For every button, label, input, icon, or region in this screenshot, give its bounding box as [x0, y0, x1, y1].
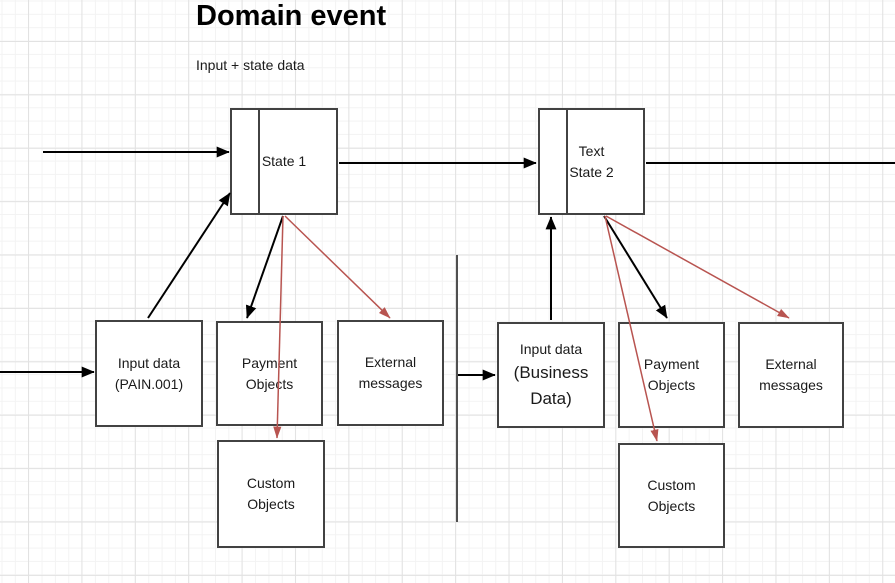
arrow-input-data-pain-to-state1[interactable] — [147, 192, 231, 319]
input-data-pain-node[interactable]: Input data (PAIN.001) — [95, 320, 203, 427]
payment-objects-left-label: Payment Objects — [241, 354, 298, 392]
state1-inner-divider — [258, 110, 260, 213]
input-data-pain-label: Input data (PAIN.001) — [114, 354, 184, 392]
custom-objects-right-label: Custom Objects — [647, 476, 696, 514]
custom-objects-left-label: Custom Objects — [246, 475, 296, 512]
state2-node[interactable]: Text State 2 — [538, 108, 645, 215]
state2-inner-divider — [566, 110, 568, 213]
state2-label: Text State 2 — [569, 142, 614, 180]
state1-node[interactable]: State 1 — [230, 108, 338, 215]
custom-objects-right-node[interactable]: Custom Objects — [618, 443, 725, 548]
payment-objects-right-node[interactable]: Payment Objects — [618, 322, 725, 428]
arrow-state1-to-payment-objects-left[interactable] — [245, 215, 284, 319]
external-messages-left-label: External messages — [358, 354, 423, 391]
input-data-business-node[interactable]: Input data (Business Data) — [497, 322, 605, 428]
page-title: Domain event — [196, 0, 387, 32]
external-messages-right-node[interactable]: External messages — [738, 322, 844, 428]
state1-label: State 1 — [261, 153, 307, 169]
external-messages-right-label: External messages — [759, 356, 823, 393]
subtitle-label: Input + state data — [196, 57, 305, 73]
payment-objects-left-node[interactable]: Payment Objects — [216, 321, 323, 426]
payment-objects-right-label: Payment Objects — [643, 356, 700, 393]
arrow-state1-to-external-messages-left[interactable] — [284, 215, 391, 319]
arrow-state2-to-custom-objects-right[interactable] — [604, 215, 659, 442]
arrow-state2-to-payment-objects-right[interactable] — [603, 215, 668, 319]
arrow-state2-to-external-messages-right[interactable] — [605, 215, 790, 319]
custom-objects-left-node[interactable]: Custom Objects — [217, 440, 325, 548]
input-data-business-label-line1: Input data — [519, 340, 583, 357]
group-separator-line[interactable] — [456, 255, 458, 522]
input-data-business-label-line2: (Business Data) — [513, 362, 589, 408]
arrow-state1-to-custom-objects-left[interactable] — [273, 215, 284, 439]
external-messages-left-node[interactable]: External messages — [337, 320, 444, 426]
